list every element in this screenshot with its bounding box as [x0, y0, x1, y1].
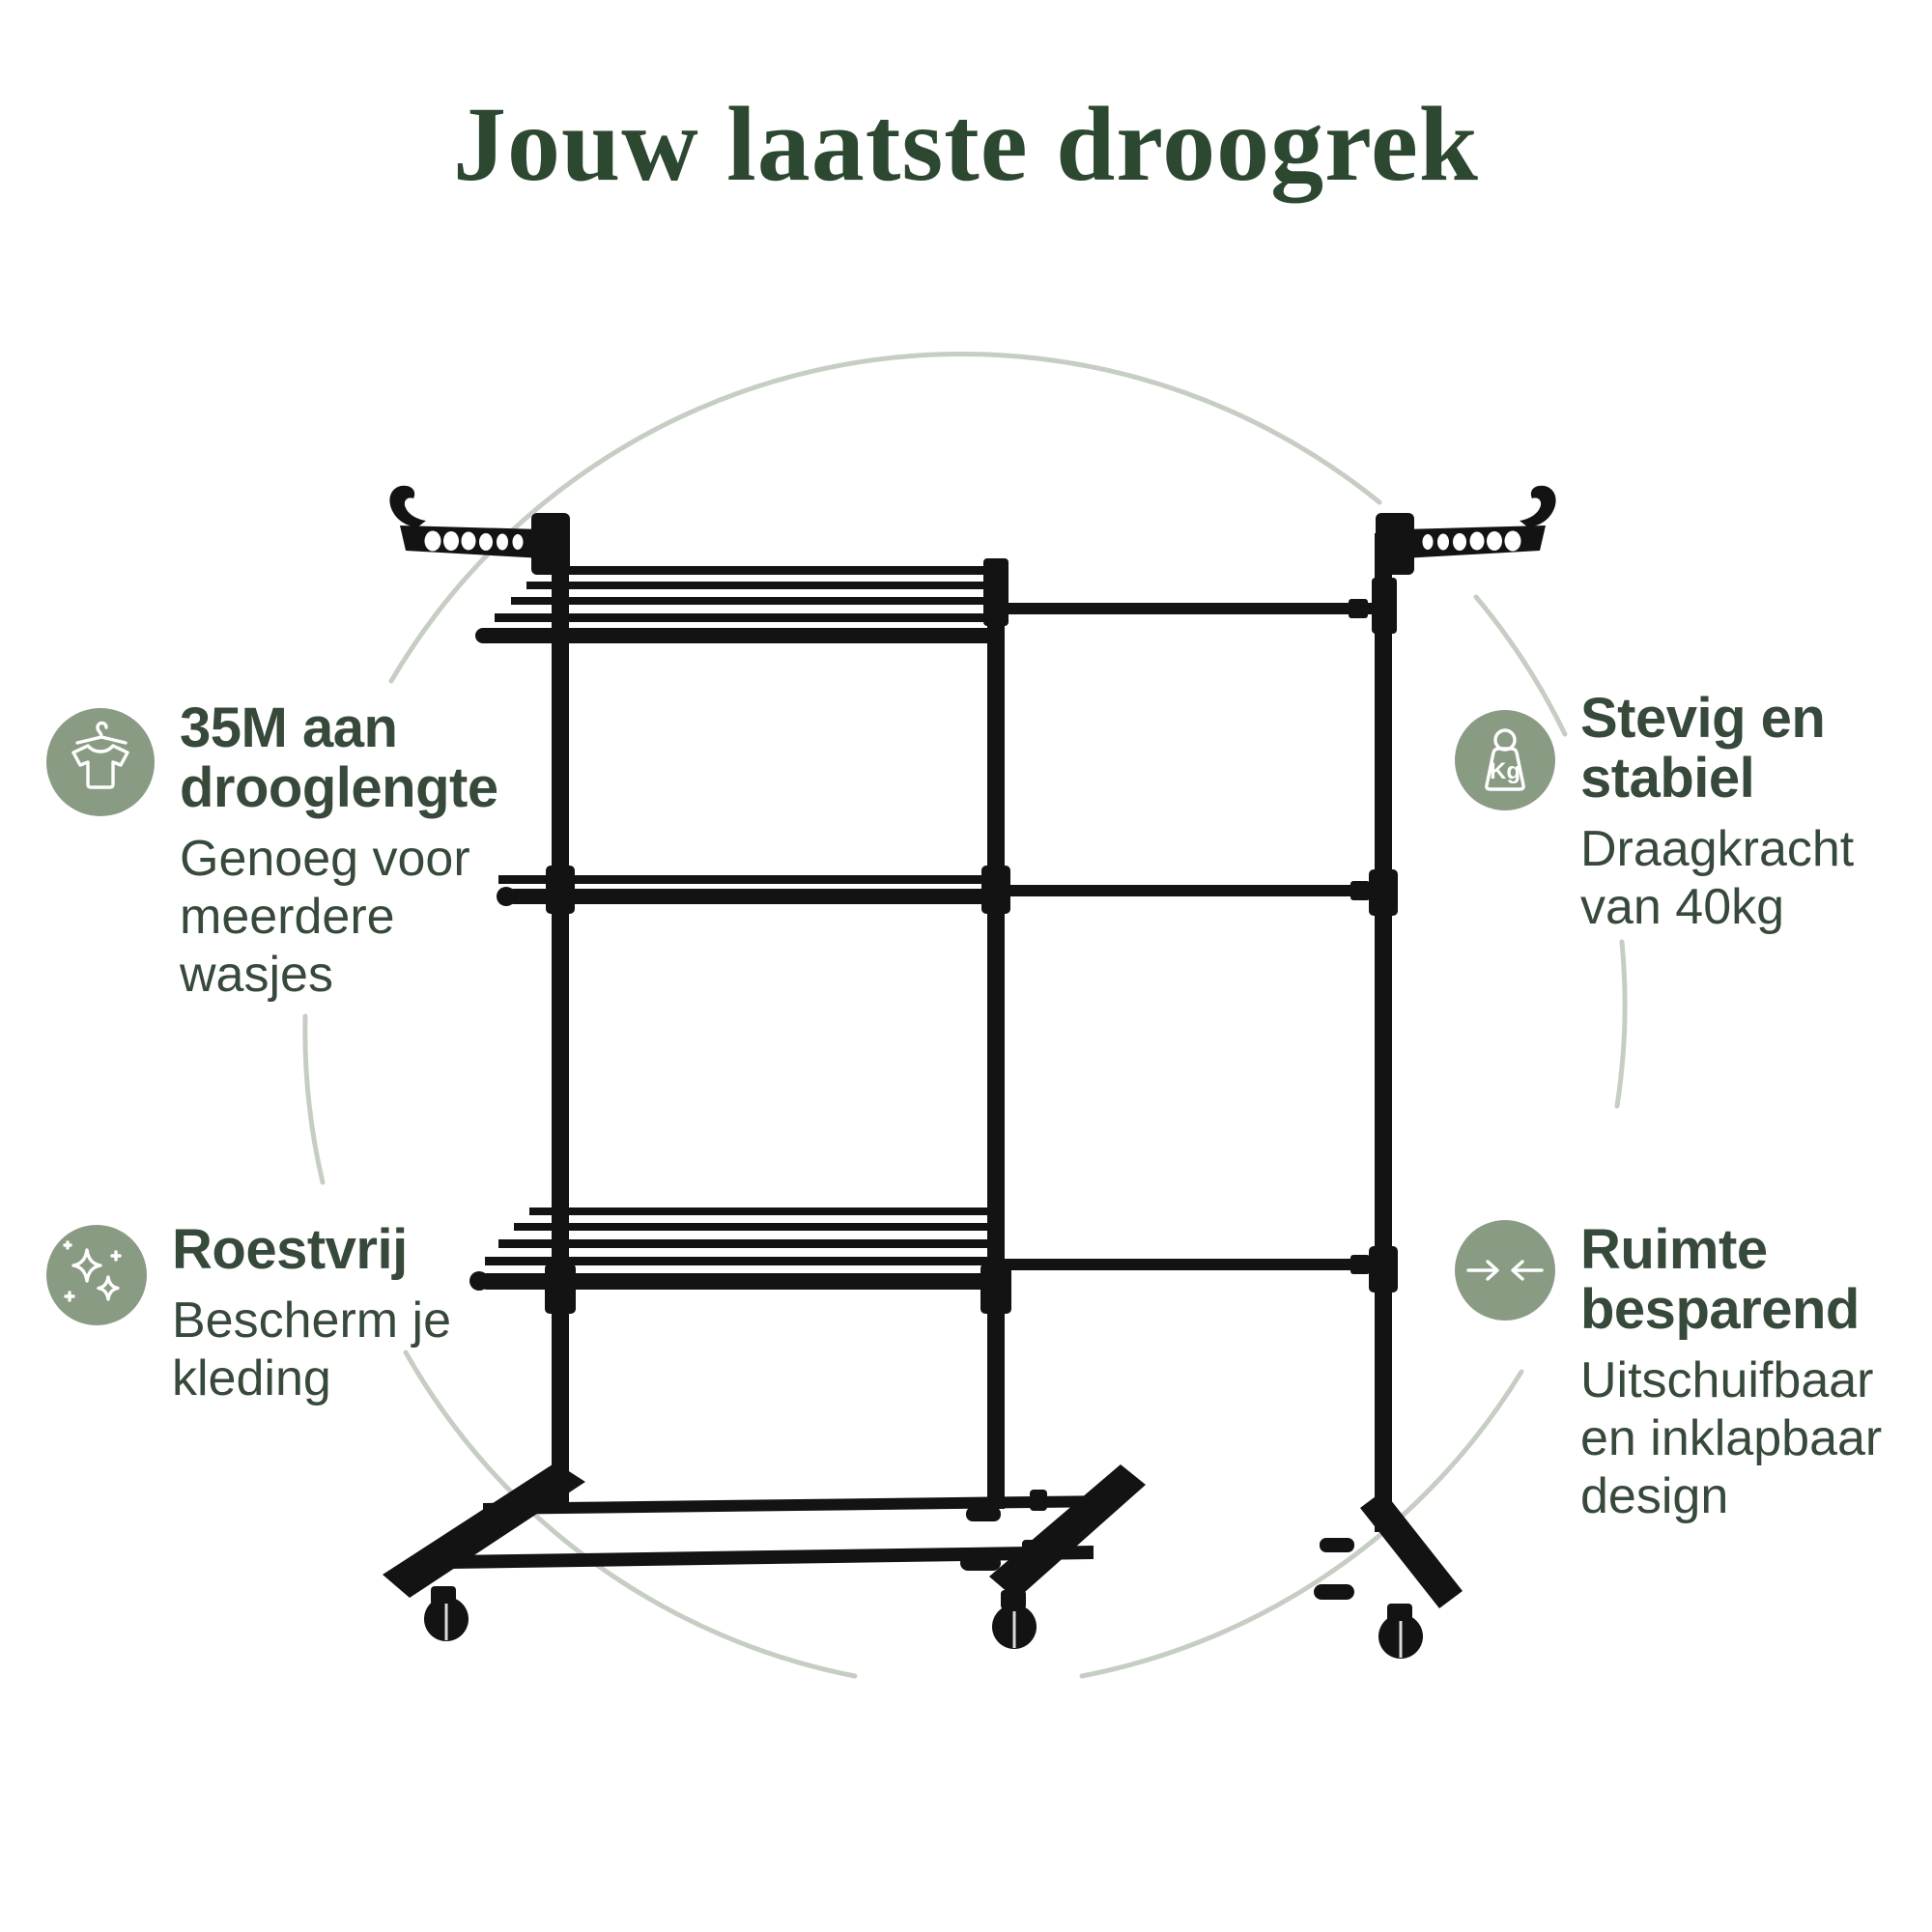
feature-roestvrij: Roestvrij Bescherm je kleding [46, 1220, 587, 1407]
feature-subtitle-line: Bescherm je [172, 1293, 451, 1349]
caster-wheel [992, 1590, 1037, 1649]
feature-subtitle: Genoeg voor meerdere wasjes [180, 830, 498, 1004]
feature-subtitle: Uitschuifbaar en inklapbaar design [1580, 1351, 1882, 1525]
caster-wheel [1378, 1604, 1423, 1659]
middle-rails [497, 866, 1398, 916]
feature-subtitle-line: Genoeg voor [180, 831, 470, 887]
kg-label: Kg [1490, 758, 1520, 784]
feature-heading-line: Stevig en [1580, 687, 1826, 750]
feature-subtitle: Bescherm je kleding [172, 1292, 451, 1407]
feature-ruimte-besparend: Ruimte besparend Uitschuifbaar en inklap… [1455, 1220, 1909, 1525]
feature-heading-line: Roestvrij [172, 1218, 408, 1281]
sparkles-icon [46, 1225, 147, 1325]
feature-heading: Ruimte besparend [1580, 1220, 1882, 1340]
feature-heading-line: stabiel [1580, 747, 1755, 810]
caster-wheel [424, 1586, 469, 1641]
left-hanger-wing [389, 485, 570, 575]
feature-subtitle-line: en inklapbaar [1580, 1410, 1883, 1466]
top-shelf [475, 558, 1009, 643]
feature-heading: Stevig en stabiel [1580, 689, 1854, 809]
page-title: Jouw laatste droogrek [453, 85, 1479, 203]
feature-subtitle-line: meerdere [180, 889, 395, 945]
lower-shelf [469, 1208, 1398, 1314]
feature-subtitle-line: Uitschuifbaar [1580, 1352, 1874, 1408]
feature-heading: Roestvrij [172, 1220, 451, 1280]
feature-subtitle-line: kleding [172, 1350, 331, 1406]
drying-rack-image [383, 485, 1556, 1659]
feature-heading-line: 35M aan [180, 696, 398, 759]
collapse-arrows-icon [1455, 1220, 1555, 1321]
feature-drooglengte: 35M aan drooglengte Genoeg voor meerdere… [46, 698, 587, 1004]
feature-heading-line: besparend [1580, 1278, 1860, 1341]
feature-heading-line: Ruimte [1580, 1218, 1768, 1281]
feature-subtitle-line: design [1580, 1468, 1729, 1524]
right-pole [1375, 533, 1392, 1532]
middle-pole [987, 558, 1005, 1509]
feature-stevig-stabiel: Kg Stevig en stabiel Draagkracht van 40k… [1455, 689, 1909, 936]
weight-kg-icon: Kg [1455, 710, 1555, 810]
feature-subtitle: Draagkracht van 40kg [1580, 820, 1854, 936]
feature-heading: 35M aan drooglengte [180, 698, 498, 818]
base [383, 1463, 1463, 1659]
feature-heading-line: drooglengte [180, 756, 498, 819]
feature-subtitle-line: van 40kg [1580, 879, 1785, 935]
feature-subtitle-line: Draagkracht [1580, 821, 1855, 877]
tshirt-hanger-icon [46, 708, 155, 816]
right-hanger-wing [1376, 485, 1556, 575]
top-extension-bar [1003, 578, 1397, 634]
feature-subtitle-line: wasjes [180, 947, 333, 1003]
